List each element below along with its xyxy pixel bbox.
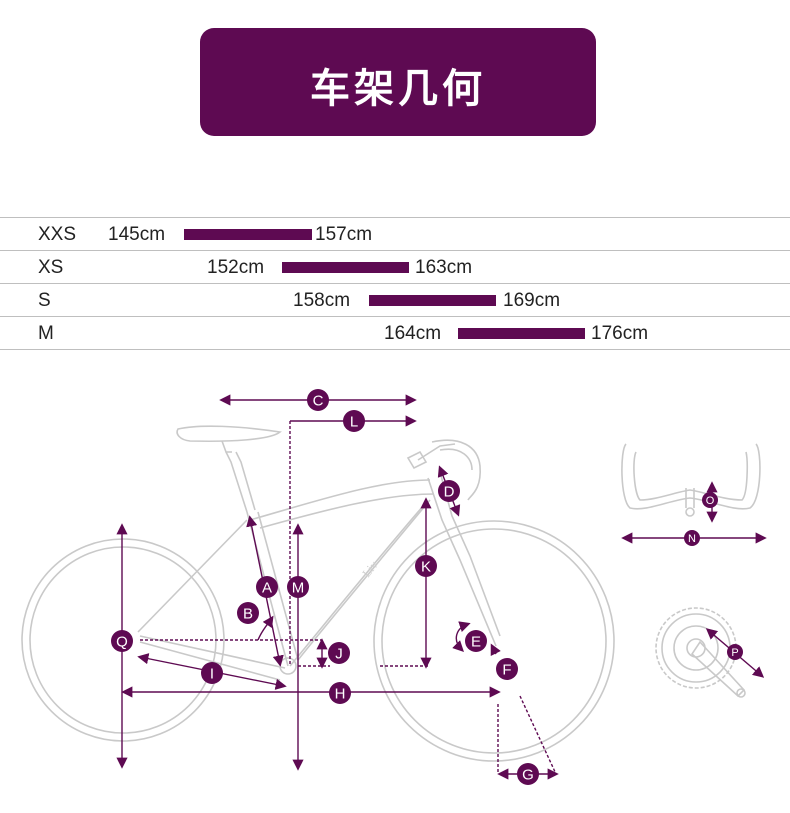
marker-k: K: [415, 555, 437, 577]
svg-text:G: G: [522, 767, 534, 784]
size-row-xs: XS 152cm 163cm: [0, 251, 790, 284]
size-row-s: S 158cm 169cm: [0, 284, 790, 317]
crankset-inset: [655, 607, 765, 698]
height-range-bar: [369, 295, 496, 306]
svg-text:I: I: [210, 666, 214, 683]
height-min: 158cm: [293, 290, 351, 311]
marker-d: D: [438, 480, 460, 502]
marker-e: E: [465, 630, 487, 652]
height-max: 169cm: [503, 290, 561, 311]
size-row-xxs: XXS 145cm 157cm: [0, 217, 790, 251]
page-title: 车架几何: [310, 66, 486, 112]
marker-c: C: [307, 389, 329, 411]
frame-logo: Liv: [359, 558, 380, 580]
front-wheel-inner: [381, 528, 607, 754]
svg-text:A: A: [262, 580, 272, 597]
svg-text:O: O: [706, 495, 715, 507]
dimension-markers: C L D K A M B Q E J F I H G O N P: [111, 389, 743, 785]
size-table: XXS 145cm 157cm XS 152cm 163cm S 158cm 1…: [0, 217, 790, 350]
saddle-icon: [176, 425, 282, 443]
handlebar-inset: [621, 443, 767, 544]
size-label: XXS: [38, 224, 77, 245]
marker-j: J: [328, 642, 350, 664]
marker-a: A: [256, 576, 278, 598]
height-range-bar: [282, 262, 409, 273]
size-row-m: M 164cm 176cm: [0, 317, 790, 350]
height-range-bar: [458, 328, 585, 339]
size-label: XS: [38, 257, 64, 278]
marker-p: P: [727, 644, 743, 660]
marker-q: Q: [111, 630, 133, 652]
svg-text:E: E: [471, 634, 481, 651]
height-min: 164cm: [384, 323, 442, 344]
svg-text:N: N: [688, 533, 696, 545]
height-min: 145cm: [108, 224, 166, 245]
title-banner: 车架几何: [200, 28, 596, 136]
svg-text:C: C: [313, 393, 324, 410]
size-label: M: [38, 323, 54, 344]
svg-text:M: M: [292, 580, 305, 597]
height-max: 176cm: [591, 323, 649, 344]
bike-outline: [21, 425, 615, 762]
marker-n: N: [684, 530, 700, 546]
svg-text:J: J: [335, 646, 343, 663]
size-label: S: [38, 290, 51, 311]
front-wheel-icon: [373, 520, 615, 762]
svg-text:H: H: [335, 686, 346, 703]
svg-text:F: F: [502, 662, 511, 679]
marker-h: H: [329, 682, 351, 704]
marker-b: B: [237, 602, 259, 624]
height-min: 152cm: [207, 257, 265, 278]
height-max: 157cm: [315, 224, 373, 245]
height-max: 163cm: [415, 257, 473, 278]
marker-o: O: [702, 492, 718, 508]
height-range-bar: [184, 229, 312, 240]
svg-text:K: K: [421, 559, 431, 576]
marker-m: M: [287, 576, 309, 598]
svg-text:Q: Q: [116, 634, 128, 651]
svg-text:D: D: [444, 484, 455, 501]
marker-i: I: [201, 662, 223, 684]
marker-f: F: [496, 658, 518, 680]
svg-text:P: P: [731, 647, 738, 659]
svg-text:L: L: [350, 414, 358, 431]
marker-l: L: [343, 410, 365, 432]
svg-text:B: B: [243, 606, 253, 623]
marker-g: G: [517, 763, 539, 785]
